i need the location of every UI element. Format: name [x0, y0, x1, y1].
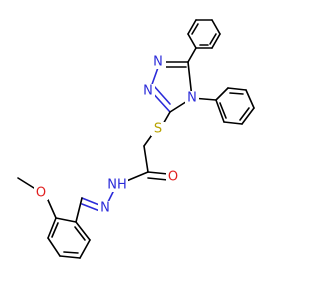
bond-ch2-to-co	[143, 145, 149, 173]
molecule-structure-canvas: N N N S O NH N O	[17, 19, 255, 259]
atom-hydrazide-nh: NH	[107, 178, 127, 193]
bond-inner	[191, 23, 199, 35]
bond	[215, 87, 229, 101]
bond	[241, 107, 255, 125]
label-bg	[152, 55, 166, 69]
atom-methoxy-oxygen: O	[36, 186, 46, 201]
bond	[211, 19, 221, 35]
bond-inner	[209, 33, 217, 45]
bond	[211, 33, 221, 49]
bond-o-to-ch3	[17, 177, 35, 189]
bond	[245, 89, 255, 109]
bond	[75, 221, 91, 241]
bond-inner	[239, 107, 250, 121]
molecule-structure-svg: N N N S O NH N O	[17, 19, 255, 259]
label-bg	[166, 171, 180, 185]
bond	[47, 237, 61, 257]
bond-inner	[219, 102, 227, 119]
bond	[187, 33, 197, 49]
top-phenyl-ring	[187, 19, 221, 63]
methoxy-phenyl-ring	[17, 177, 91, 259]
bond	[227, 87, 247, 91]
atom-n-triazole-left: N	[143, 84, 153, 99]
bond-double	[153, 85, 171, 105]
bond	[187, 19, 197, 35]
label-bg	[141, 84, 155, 98]
bond-n-to-ch-double	[81, 203, 101, 212]
bond	[47, 217, 57, 239]
atom-sulfur: S	[154, 122, 162, 137]
bond-inner	[74, 226, 86, 241]
bond	[79, 239, 91, 259]
bond-c-to-o-double	[147, 177, 169, 181]
bond	[55, 217, 77, 223]
bond	[223, 121, 243, 125]
bond-triazole-to-phenyl	[187, 47, 197, 63]
right-phenyl-ring	[191, 87, 255, 125]
label-bg	[151, 122, 165, 136]
atom-labels: N N N S O NH N O	[34, 55, 199, 216]
bond-inner	[229, 92, 244, 95]
label-bg	[98, 201, 112, 215]
bond-c-to-o	[147, 171, 169, 175]
atom-n-triazole-top: N	[153, 55, 163, 70]
bond	[59, 255, 81, 259]
bond	[215, 99, 225, 123]
atom-n-triazole-right: N	[187, 91, 197, 106]
bond-ch-to-phenyl	[75, 197, 83, 223]
label-bg	[34, 186, 48, 200]
bond-inner	[63, 251, 79, 254]
bond-ring-to-o	[47, 199, 57, 219]
label-bg	[185, 91, 199, 105]
atom-carbonyl-oxygen: O	[168, 170, 178, 185]
bond-inner	[51, 222, 59, 238]
atom-imine-n: N	[100, 201, 110, 216]
label-bg	[106, 178, 128, 192]
